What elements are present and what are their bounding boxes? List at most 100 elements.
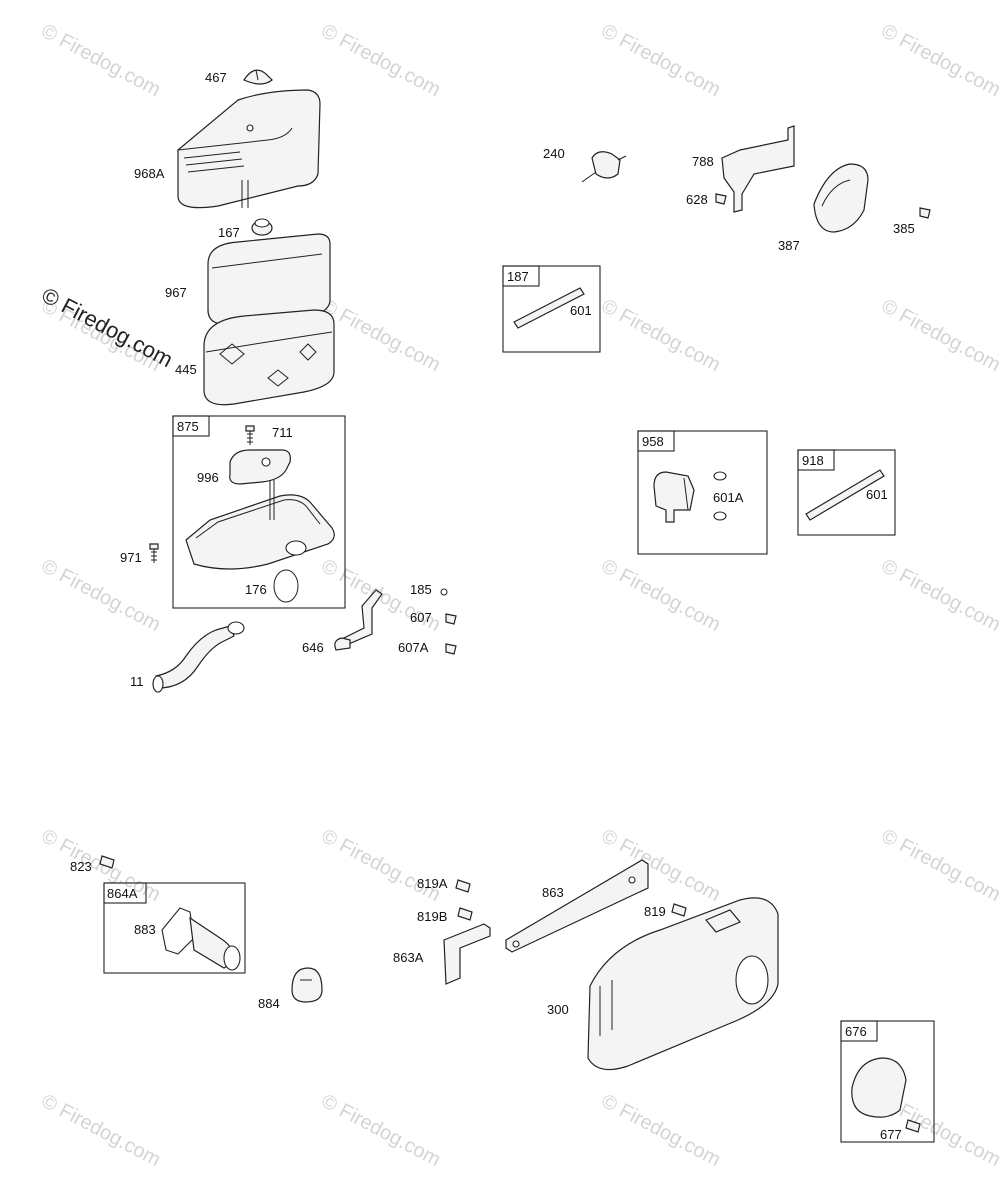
box-875: [172, 415, 346, 609]
part-176-ring[interactable]: [273, 569, 299, 603]
watermark-text: © Firedog.com: [598, 295, 724, 376]
part-445-filter[interactable]: [203, 309, 335, 406]
watermark-text: © Firedog.com: [38, 825, 164, 906]
watermark-text: © Firedog.com: [38, 20, 164, 101]
part-467-knob[interactable]: [243, 69, 273, 85]
callout-385[interactable]: 385: [893, 221, 915, 236]
watermark-text: © Firedog.com: [878, 295, 1000, 376]
callout-445[interactable]: 445: [175, 362, 197, 377]
watermark-text: © Firedog.com: [598, 20, 724, 101]
box-958: [637, 430, 768, 555]
box-864A-label-frame: [103, 882, 147, 904]
part-996-bracket[interactable]: [229, 449, 291, 485]
callout-884[interactable]: 884: [258, 996, 280, 1011]
box-label-875[interactable]: 875: [177, 419, 199, 434]
part-676-guard[interactable]: [851, 1057, 907, 1118]
box-187-label-frame: [502, 265, 540, 287]
callout-863[interactable]: 863: [542, 885, 564, 900]
callout-863A[interactable]: 863A: [393, 950, 424, 965]
watermark-text: © Firedog.com: [318, 20, 444, 101]
part-711-screw[interactable]: [245, 425, 255, 445]
part-863A-bracket[interactable]: [443, 923, 491, 985]
callout-11[interactable]: 11: [130, 674, 144, 689]
part-883-gasket[interactable]: [161, 907, 195, 955]
part-788-bracket[interactable]: [721, 125, 795, 213]
part-185-clip[interactable]: [440, 588, 448, 596]
box-918: [797, 449, 896, 536]
callout-677[interactable]: 677: [880, 1127, 902, 1142]
box-875-label-frame: [172, 415, 210, 437]
box-187: [502, 265, 601, 353]
part-167-grommet[interactable]: [251, 218, 273, 236]
part-601A-clamp[interactable]: [713, 471, 727, 521]
part-601-line-918[interactable]: [805, 469, 885, 521]
watermark-text: © Firedog.com: [318, 295, 444, 376]
watermark-text: © Firedog.com: [598, 555, 724, 636]
callout-968A[interactable]: 968A: [134, 166, 165, 181]
part-607A-screw[interactable]: [445, 643, 457, 655]
watermark-text: © Firedog.com: [878, 555, 1000, 636]
callout-819A[interactable]: 819A: [417, 876, 448, 891]
part-601-line-187[interactable]: [513, 287, 585, 329]
part-240-filter[interactable]: [581, 151, 627, 183]
callout-628[interactable]: 628: [686, 192, 708, 207]
callout-711[interactable]: 711: [272, 425, 293, 440]
callout-607[interactable]: 607: [410, 610, 432, 625]
callout-601_187[interactable]: 601: [570, 303, 592, 318]
part-11-tube[interactable]: [152, 621, 245, 693]
part-607-screw[interactable]: [445, 613, 457, 625]
part-864A-pipe[interactable]: [189, 916, 241, 971]
callout-601A[interactable]: 601A: [713, 490, 744, 505]
box-label-187[interactable]: 187: [507, 269, 529, 284]
callout-467[interactable]: 467: [205, 70, 227, 85]
callout-883[interactable]: 883: [134, 922, 156, 937]
part-971-screw[interactable]: [149, 543, 159, 563]
part-300-muffler[interactable]: [587, 897, 779, 1071]
box-676-label-frame: [840, 1020, 878, 1042]
part-819A-screw[interactable]: [455, 879, 471, 893]
callout-167[interactable]: 167: [218, 225, 240, 240]
callout-819B[interactable]: 819B: [417, 909, 447, 924]
part-646-bracket[interactable]: [334, 589, 383, 651]
callout-823[interactable]: 823: [70, 859, 92, 874]
part-884-clamp[interactable]: [291, 967, 323, 1003]
callout-819[interactable]: 819: [644, 904, 666, 919]
part-958-valve[interactable]: [653, 471, 695, 523]
watermark-text: © Firedog.com: [38, 1090, 164, 1171]
box-label-958[interactable]: 958: [642, 434, 664, 449]
callout-240[interactable]: 240: [543, 146, 565, 161]
box-label-918[interactable]: 918: [802, 453, 824, 468]
callout-607A[interactable]: 607A: [398, 640, 429, 655]
part-819B-screw[interactable]: [457, 907, 473, 921]
callout-788[interactable]: 788: [692, 154, 714, 169]
callout-176[interactable]: 176: [245, 582, 267, 597]
callout-971[interactable]: 971: [120, 550, 142, 565]
part-387-pump[interactable]: [813, 163, 869, 233]
box-label-676[interactable]: 676: [845, 1024, 867, 1039]
part-677-screw[interactable]: [905, 1119, 921, 1133]
box-918-label-frame: [797, 449, 835, 471]
watermark-text: © Firedog.com: [318, 825, 444, 906]
callout-185[interactable]: 185: [410, 582, 432, 597]
watermark-text: © Firedog.com: [318, 1090, 444, 1171]
part-863-bracket[interactable]: [505, 859, 649, 953]
callout-967[interactable]: 967: [165, 285, 187, 300]
part-968A-cover[interactable]: [177, 89, 321, 209]
part-385-screw[interactable]: [919, 207, 931, 219]
box-864A: [103, 882, 246, 974]
watermark-text: © Firedog.com: [598, 1090, 724, 1171]
callout-646[interactable]: 646: [302, 640, 324, 655]
callout-601_918[interactable]: 601: [866, 487, 888, 502]
part-823-screw[interactable]: [99, 855, 115, 869]
watermark-text: © Firedog.com: [878, 825, 1000, 906]
callout-996[interactable]: 996: [197, 470, 219, 485]
box-958-label-frame: [637, 430, 675, 452]
callout-387[interactable]: 387: [778, 238, 800, 253]
part-875-base[interactable]: [185, 480, 335, 570]
callout-300[interactable]: 300: [547, 1002, 569, 1017]
part-628-screw[interactable]: [715, 193, 727, 205]
part-819-screw[interactable]: [671, 903, 687, 917]
box-label-864A[interactable]: 864A: [107, 886, 138, 901]
watermark-text: © Firedog.com: [38, 555, 164, 636]
